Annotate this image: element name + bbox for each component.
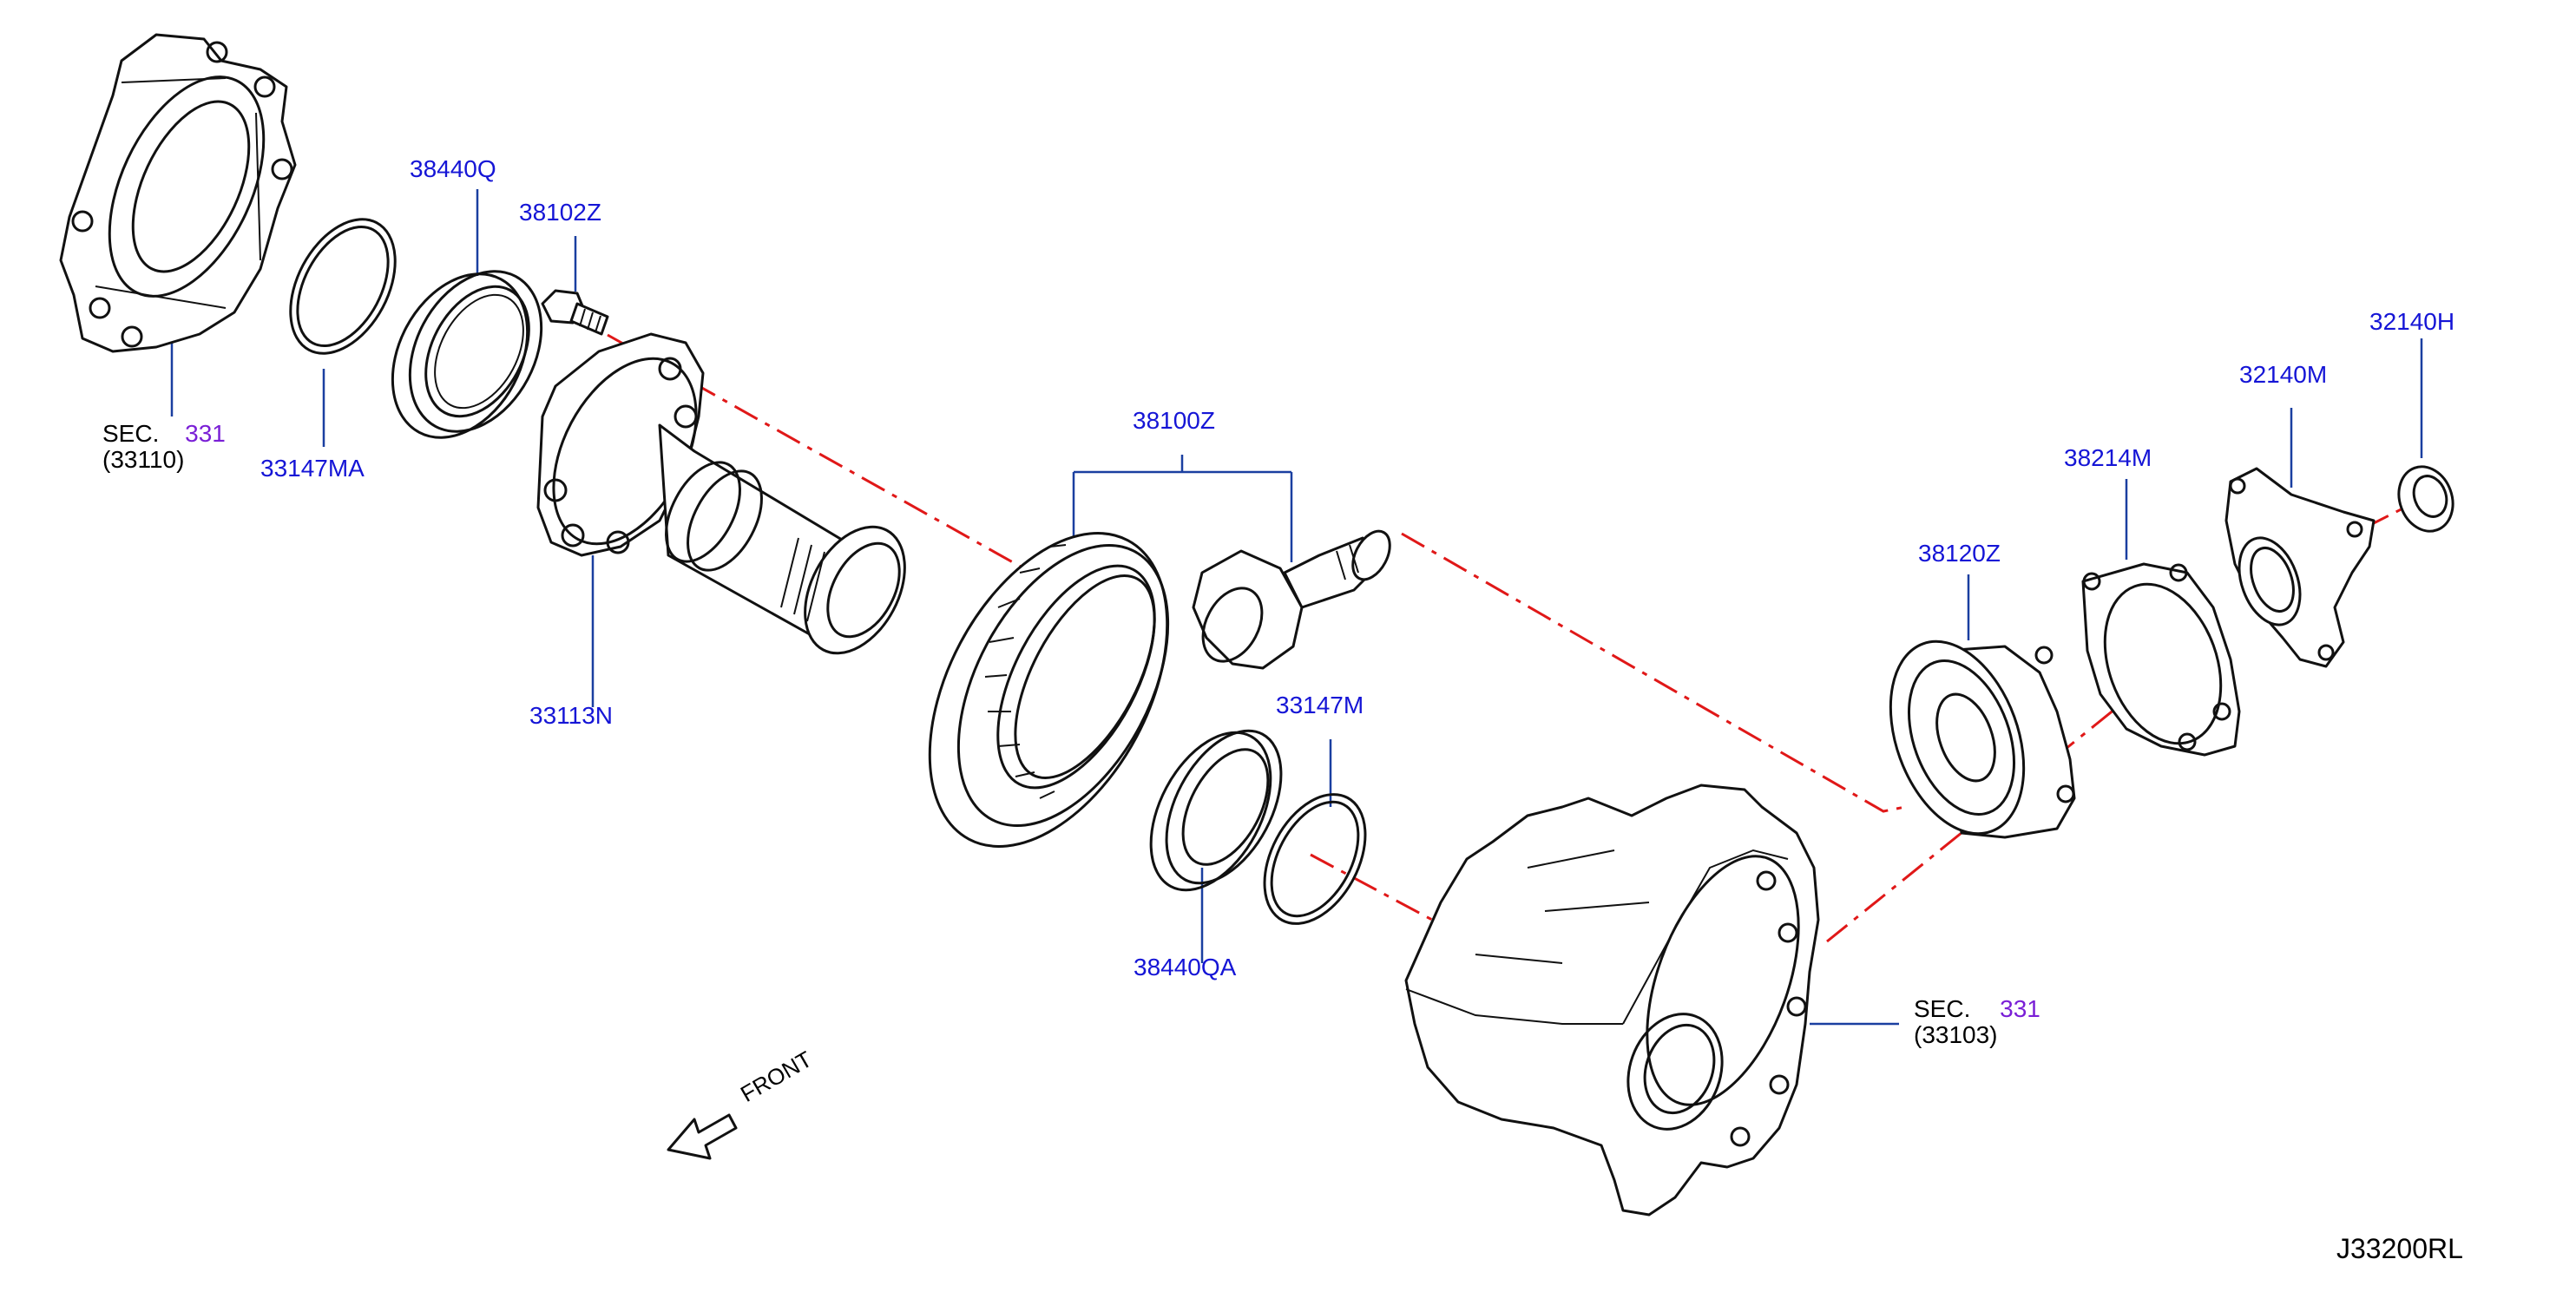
part-label-33113N[interactable]: 33113N (529, 702, 614, 729)
part-label-38440Q[interactable]: 38440Q (410, 155, 496, 182)
section-sec-label: SEC. (1914, 995, 1971, 1022)
leader-lines (170, 189, 2423, 1026)
retainer-housing-33110 (59, 33, 297, 353)
oil-seal-38440Q (391, 270, 543, 439)
part-label-38100Z[interactable]: 38100Z (1133, 407, 1215, 434)
part-label-38214M[interactable]: 38214M (2064, 444, 2152, 471)
part-label-32140H[interactable]: 32140H (2369, 308, 2455, 335)
flange-shaft-33113N (536, 332, 906, 655)
part-label-32140M[interactable]: 32140M (2239, 361, 2328, 388)
oil-seal-38440QA (1149, 729, 1283, 892)
section-code: (33103) (1914, 1021, 1998, 1048)
section-link-331[interactable]: 331 (2000, 995, 2040, 1022)
section-ref-right: SEC. 331 (33103) (1914, 996, 2040, 1048)
section-code: (33110) (102, 446, 185, 473)
carrier-housing-33103 (1404, 784, 1820, 1217)
side-bearing-38120Z (1889, 639, 2076, 839)
bolt-38102Z (541, 289, 609, 336)
section-link-331[interactable]: 331 (185, 420, 226, 447)
ring-gear-38100Z (928, 532, 1170, 848)
front-direction-arrow (667, 1113, 738, 1160)
part-label-33147MA[interactable]: 33147MA (260, 455, 365, 482)
diagram-id: J33200RL (2336, 1233, 2463, 1264)
gasket-38214M (2081, 562, 2241, 757)
part-label-33147M[interactable]: 33147M (1276, 692, 1364, 718)
part-label-38440QA[interactable]: 38440QA (1134, 954, 1237, 980)
snap-ring-33147MA (289, 218, 397, 355)
nut-32140H (2397, 465, 2454, 533)
section-ref-left: SEC. 331 (33110) (102, 421, 226, 473)
part-label-38102Z[interactable]: 38102Z (519, 199, 601, 226)
companion-flange-32140M (2224, 467, 2376, 668)
snap-ring-33147M (1263, 793, 1367, 925)
part-label-38120Z[interactable]: 38120Z (1918, 540, 2001, 567)
drive-pinion-38100Z (1192, 529, 1391, 670)
section-sec-label: SEC. (102, 420, 160, 447)
